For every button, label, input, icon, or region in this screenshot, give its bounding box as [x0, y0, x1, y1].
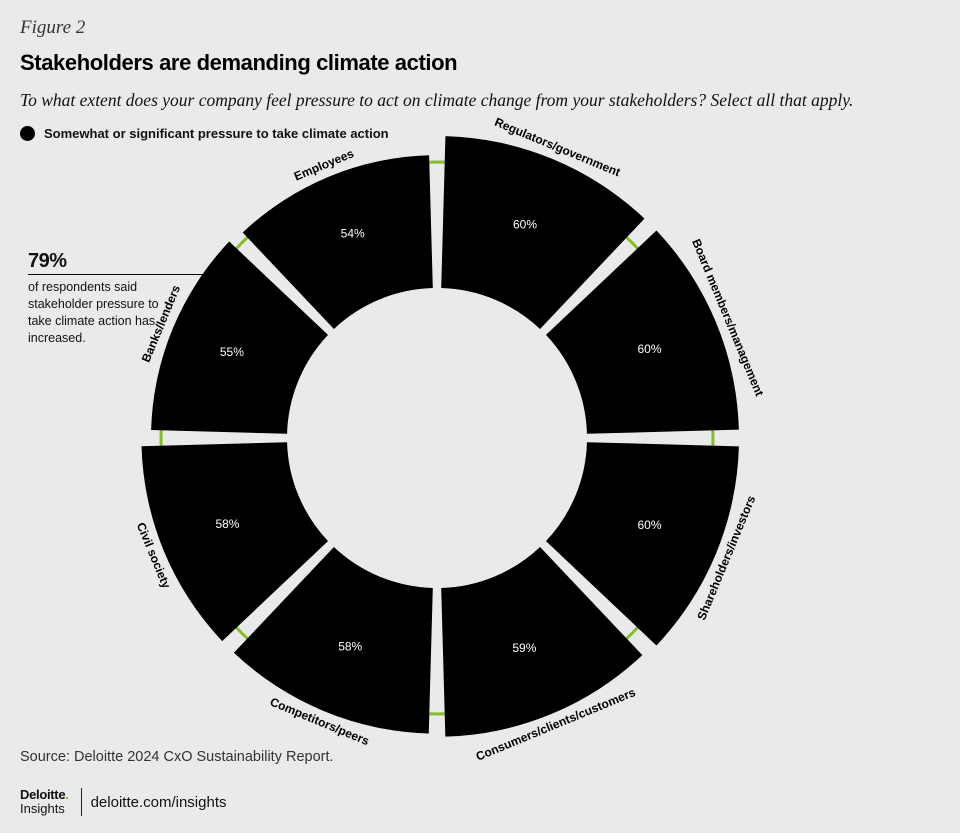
segment-7 [242, 155, 433, 330]
source-note: Source: Deloitte 2024 CxO Sustainability… [20, 749, 334, 765]
value-label-2: 60% [637, 518, 661, 532]
segment-2 [545, 442, 739, 646]
callout-value: 79% [28, 250, 213, 275]
segment-3 [441, 546, 643, 737]
value-label-6: 55% [220, 345, 244, 359]
site-link[interactable]: deloitte.com/insights [90, 793, 227, 811]
value-label-7: 54% [341, 227, 365, 241]
legend: Somewhat or significant pressure to take… [20, 126, 389, 141]
footer: Deloitte. Insights deloitte.com/insights [20, 788, 227, 816]
outer-ring [159, 160, 715, 716]
callout: 79% of respondents said stakeholder pres… [28, 250, 213, 347]
segment-6 [151, 241, 329, 434]
legend-label: Somewhat or significant pressure to take… [44, 126, 389, 141]
value-label-4: 58% [338, 640, 362, 654]
callout-text: of respondents said stakeholder pressure… [28, 280, 159, 345]
value-label-5: 58% [215, 517, 239, 531]
value-label-0: 60% [513, 218, 537, 232]
segment-1 [545, 230, 739, 434]
figure-label: Figure 2 [20, 17, 86, 38]
segment-0 [441, 136, 645, 330]
chart-subtitle: To what extent does your company feel pr… [20, 90, 854, 110]
chart-title: Stakeholders are demanding climate actio… [20, 50, 458, 75]
value-label-3: 59% [512, 641, 536, 655]
segment-5 [141, 442, 329, 642]
segment-4 [233, 546, 433, 734]
value-label-1: 60% [637, 342, 661, 356]
footer-divider [80, 788, 82, 816]
legend-swatch [20, 126, 35, 141]
deloitte-logo: Deloitte. Insights [20, 787, 69, 816]
